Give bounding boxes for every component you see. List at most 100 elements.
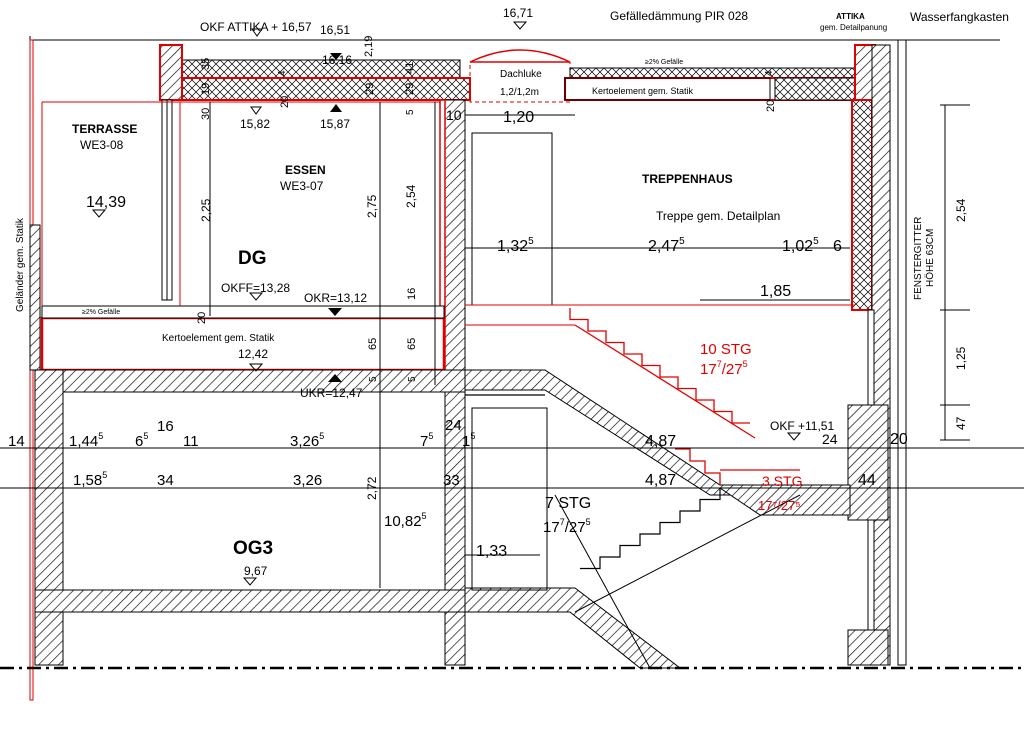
stair-7-steps: [465, 394, 721, 570]
og3-dim-1: 15: [462, 431, 475, 450]
dim-10: 10: [446, 107, 462, 123]
terrasse-level: 14,39: [86, 194, 126, 211]
og3-room: [62, 391, 446, 591]
og3-dim-11: 11: [183, 433, 199, 450]
fenstergitter-label: FENSTERGITTER: [913, 217, 924, 300]
dim-132: 1,325: [497, 236, 534, 255]
og3-dim-34: 34: [157, 472, 174, 489]
terrasse-label: TERRASSE: [72, 122, 137, 136]
stg10-ratio: 177/275: [700, 359, 748, 378]
stg10-label: 10 STG: [700, 341, 752, 358]
level-marker-ukr: [328, 374, 342, 382]
og3-label: OG3: [233, 538, 273, 559]
dachluke-width: 1,20: [503, 109, 534, 126]
dim-254: 2,54: [404, 184, 418, 208]
kerto-roof-label: Kertoelement gem. Statik: [592, 86, 694, 96]
level-marker-okr: [328, 308, 342, 316]
dim-16-dg: 16: [406, 288, 418, 300]
dim-185: 1,85: [760, 283, 791, 300]
level-marker-attika: [251, 28, 263, 37]
og3-dim-6: 65: [135, 431, 148, 450]
ukr-label: UKR=12,47: [300, 386, 363, 400]
structure: [0, 36, 1024, 701]
dim-29b: 29: [404, 83, 416, 95]
terrasse-code: WE3-08: [80, 138, 124, 152]
attika-detail-label: gem. Detailpanung: [820, 23, 887, 32]
og3-floor-slab: [34, 589, 466, 613]
gelaender-label: Geländer gem. Statik: [15, 217, 26, 312]
essen-code: WE3-07: [280, 179, 324, 193]
dim-20-dg: 20: [196, 312, 208, 324]
dimension-lines: [0, 102, 1024, 588]
og3-ceiling-slab: [34, 369, 466, 393]
dim-275: 2,75: [365, 194, 379, 218]
facade-cladding: [871, 44, 891, 666]
dg-floor-kerto-slab: [40, 316, 446, 372]
facade-dim-47: 47: [954, 416, 968, 430]
gefaelle-daemmung-label: Gefälledämmung PIR 028: [610, 9, 748, 23]
dim-20-facade: 20: [890, 431, 908, 448]
level-marker-1582: [250, 106, 262, 115]
facade-dim-254: 2,54: [954, 198, 968, 222]
dim-4b: 4: [764, 70, 775, 76]
facade-dim-125: 1,25: [954, 346, 968, 370]
dim-219: 2,19: [363, 36, 375, 57]
og3-dim-144: 1,445: [69, 431, 103, 450]
dachluke-label: Dachluke: [500, 69, 542, 80]
treppe-note: Treppe gem. Detailplan: [656, 209, 780, 223]
dim-19: 19: [200, 83, 212, 95]
dim-5: 5: [405, 109, 416, 115]
center-wall-upper: [444, 99, 466, 371]
og3-dim-1082: 10,825: [384, 511, 427, 530]
okf-attika-label: OKF ATTIKA + 16,57: [200, 20, 312, 34]
dim-247: 2,475: [648, 236, 685, 255]
fenstergitter-hoehe: HÖHE 63CM: [924, 229, 936, 287]
level-marker-1671: [512, 21, 528, 30]
dim-133: 1,33: [476, 543, 507, 560]
og3-level: 9,67: [244, 564, 268, 578]
og3-dim-7: 75: [420, 431, 433, 450]
okr-label: OKR=13,12: [304, 291, 367, 305]
dim-35: 35: [200, 58, 212, 70]
og3-left-wall: [34, 369, 64, 666]
downpipe: [897, 39, 907, 666]
og3-dim-24: 24: [445, 417, 462, 434]
level-1582: 15,82: [240, 117, 270, 131]
dim-29a: 29: [364, 83, 376, 95]
dim-41: 41: [404, 62, 416, 74]
wall-landing-right: [847, 404, 889, 521]
door-opening-og3: [471, 407, 548, 591]
stair-lower-flight: [464, 587, 682, 669]
dim-30: 30: [200, 108, 212, 120]
dim-6: 6: [833, 238, 842, 255]
dim-24-right: 24: [822, 431, 838, 447]
og3-dim-16: 16: [157, 418, 174, 435]
dim-5a: 5: [368, 376, 379, 382]
door-opening-top: [471, 132, 553, 306]
dim-20: 20: [279, 96, 291, 108]
dim-65b: 65: [406, 338, 418, 350]
og3-dim-272: 2,72: [365, 476, 379, 500]
level-marker-1587: [330, 104, 342, 112]
dim-102: 1,025: [782, 236, 819, 255]
okf-1151: OKF +11,51: [770, 419, 834, 433]
dim-487a: 4,87: [645, 433, 676, 450]
dim-20-right: 20: [765, 100, 777, 112]
og3-dim-326a: 3,265: [290, 431, 324, 450]
stg3-label: 3 STG: [762, 473, 802, 489]
dim-5b: 5: [407, 376, 418, 382]
level-1242: 12,42: [238, 347, 268, 361]
og3-dim-33: 33: [443, 472, 460, 489]
level-marker-1242: [248, 363, 264, 372]
labels: OKF ATTIKA + 16,57 16,71 Gefälledämmung …: [8, 6, 1009, 578]
level-1671: 16,71: [503, 6, 533, 20]
stg3-ratio: 17⁷/27⁵: [758, 498, 801, 513]
dim-65a: 65: [367, 338, 379, 350]
attika-label: ATTIKA: [836, 12, 865, 21]
level-marker-1151: [786, 432, 802, 441]
roof-insulation-right: [569, 67, 871, 79]
level-markers: [91, 21, 802, 586]
og3-dim-14: 14: [8, 433, 25, 450]
